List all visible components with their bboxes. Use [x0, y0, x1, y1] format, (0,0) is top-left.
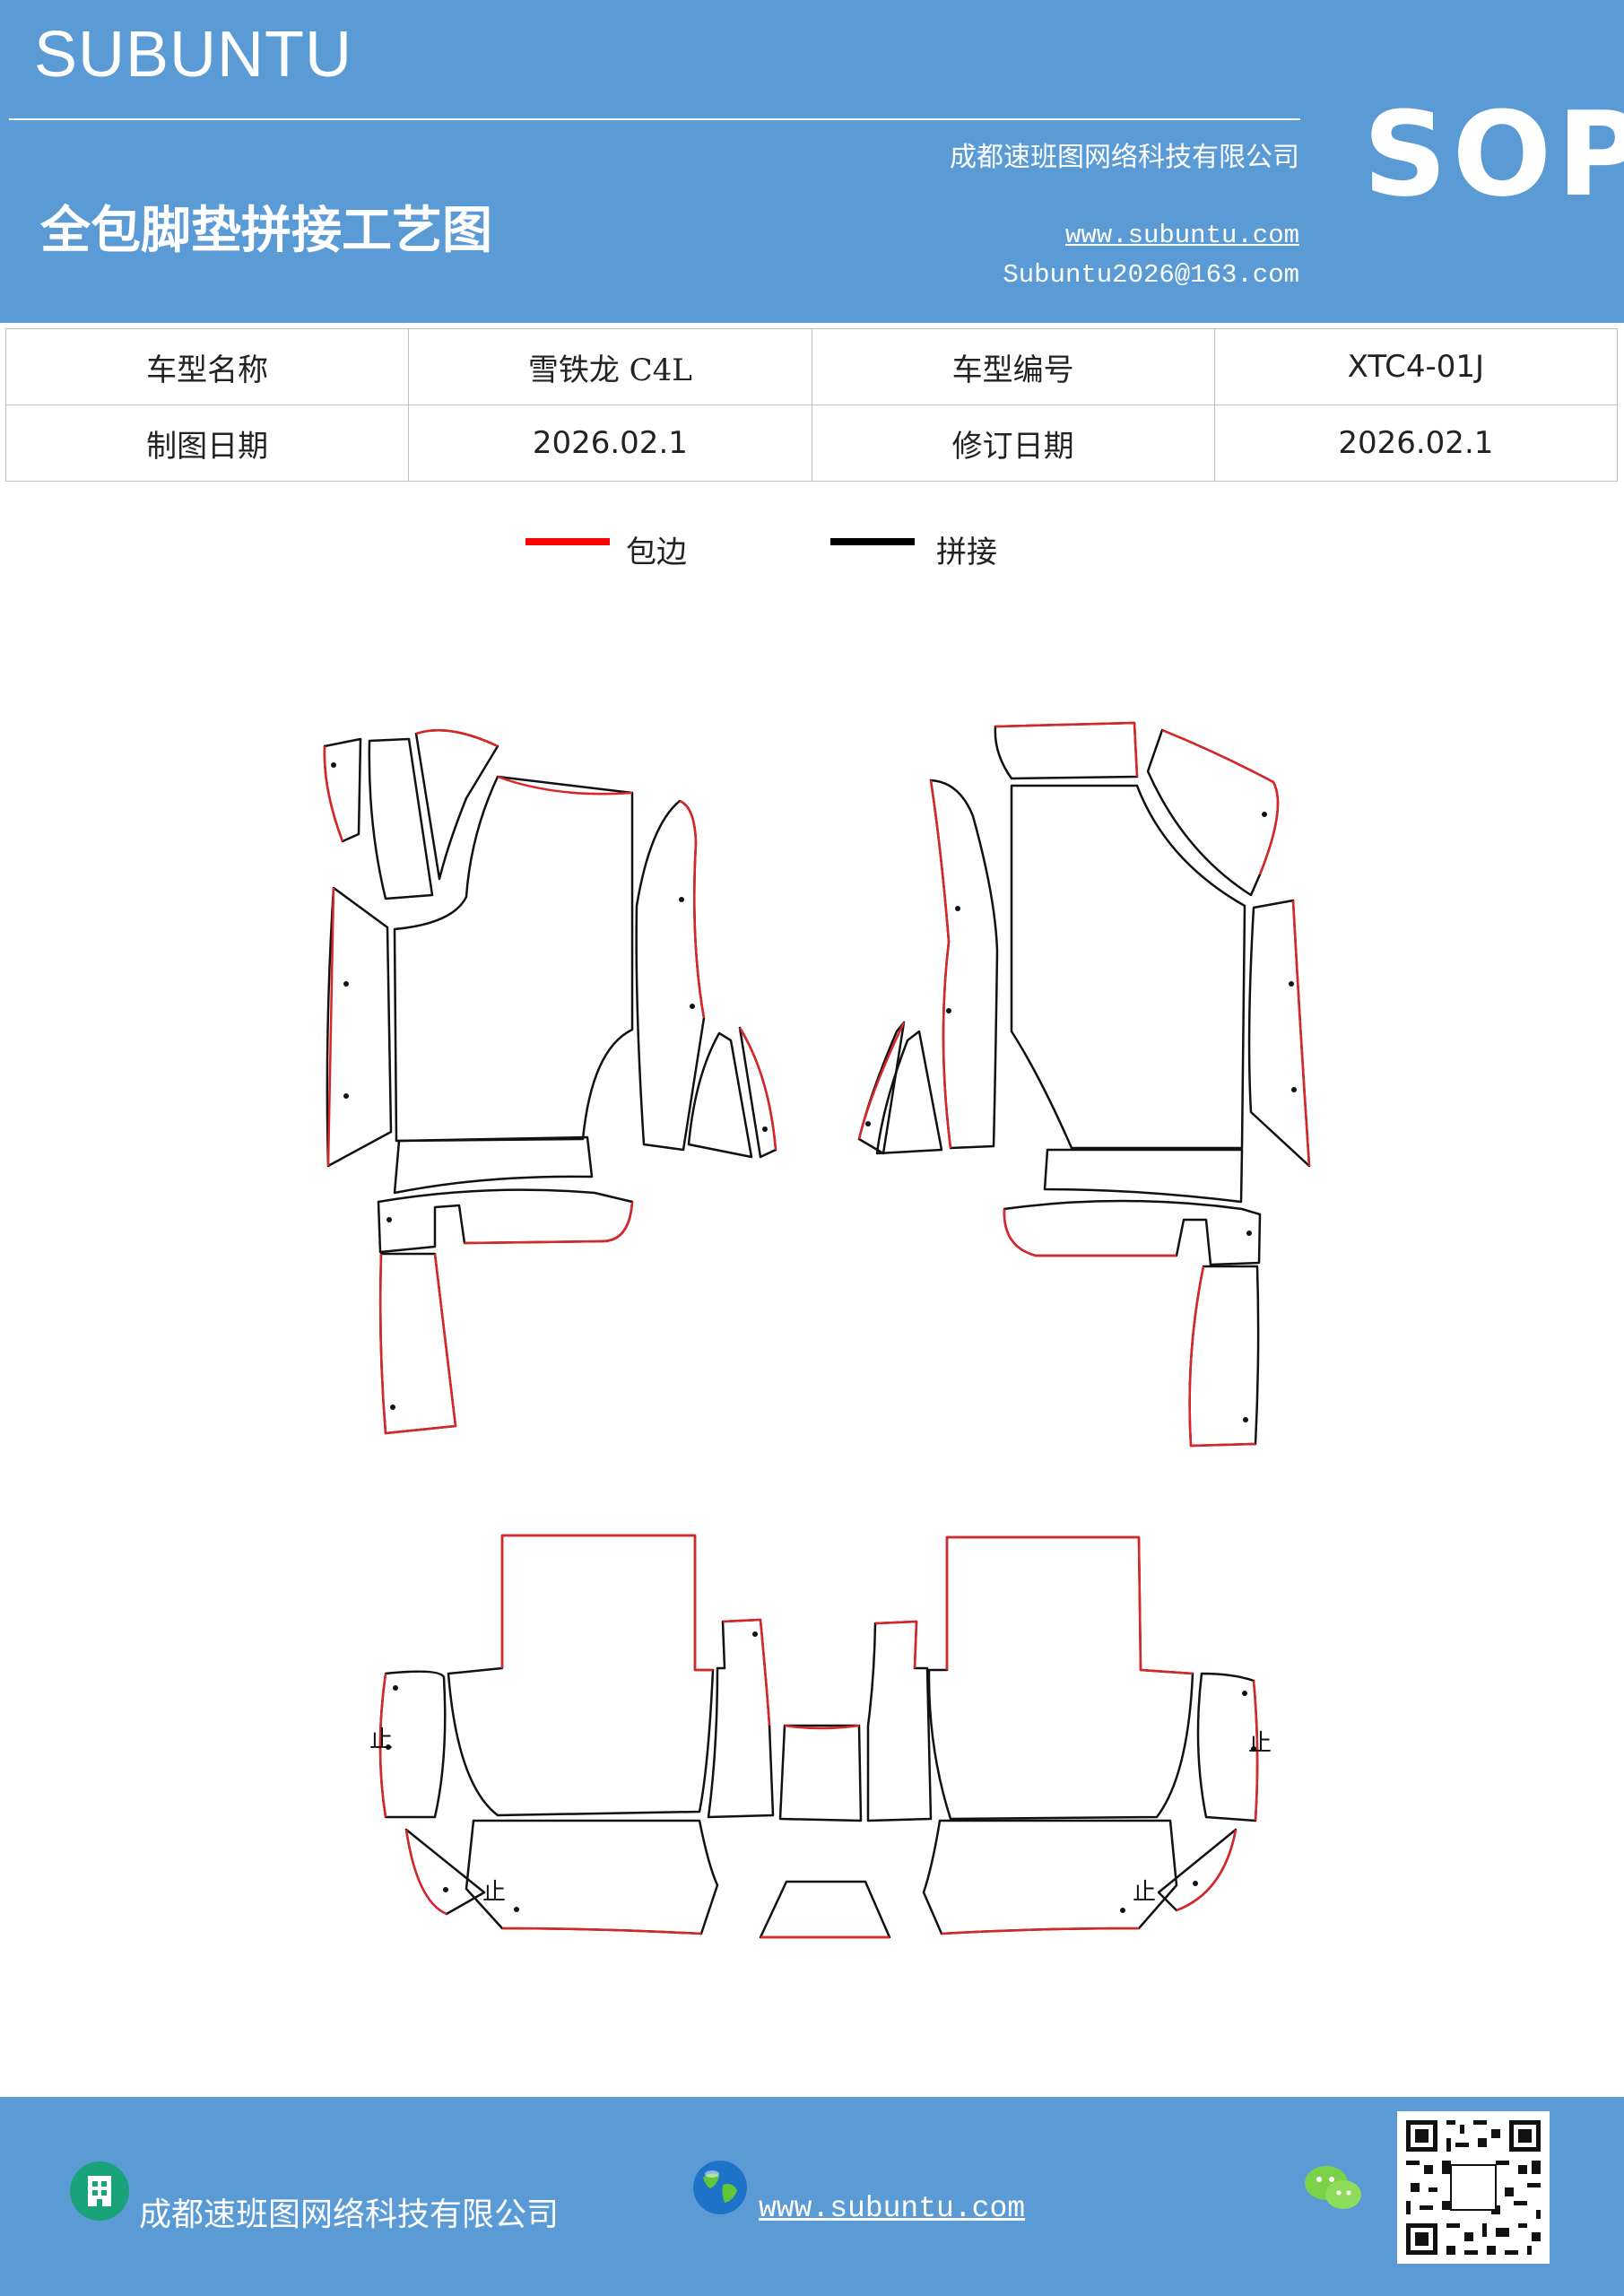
placement-dots [331, 762, 1297, 1913]
globe-icon [690, 2158, 750, 2217]
legend-swatch-binding [525, 538, 610, 545]
website-link[interactable]: www.subuntu.com [1064, 221, 1299, 250]
legend-label-binding: 包边 [626, 535, 687, 570]
header-banner: SUBUNTU 成都速班图网络科技有限公司 全包脚垫拼接工艺图 www.subu… [0, 0, 1624, 323]
footer-company-name: 成都速班图网络科技有限公司 [139, 2196, 560, 2233]
floor-mat-diagram: 止 止 止 止 [323, 721, 1311, 1939]
table-cell: 雪铁龙 C4L [408, 328, 812, 405]
rear-pieces [378, 1534, 1259, 1939]
document-title: 全包脚垫拼接工艺图 [40, 201, 492, 260]
sop-label: SOP [1363, 86, 1624, 222]
table-cell: 2026.02.1 [1213, 404, 1619, 482]
brand-name: SUBUNTU [34, 19, 353, 91]
stop-marker: 止 [1133, 1879, 1156, 1906]
footer-banner: 成都速班图网络科技有限公司 www.subuntu.com [0, 2097, 1624, 2296]
table-row: 车型名称 雪铁龙 C4L 车型编号 XTC4-01J [4, 328, 1619, 405]
legend: 包边 拼接 [0, 527, 1624, 572]
front-right-pieces [857, 721, 1311, 1448]
qr-code-icon [1397, 2111, 1550, 2264]
vehicle-info-table: 车型名称 雪铁龙 C4L 车型编号 XTC4-01J 制图日期 2026.02.… [4, 328, 1619, 482]
table-cell: 制图日期 [4, 404, 410, 482]
company-name: 成都速班图网络科技有限公司 [950, 142, 1299, 173]
legend-label-seam: 拼接 [936, 535, 997, 570]
stop-marker: 止 [369, 1726, 393, 1753]
table-row: 制图日期 2026.02.1 修订日期 2026.02.1 [4, 404, 1619, 482]
stop-markers: 止 止 止 止 [369, 1726, 1272, 1906]
table-cell: 2026.02.1 [408, 404, 812, 482]
front-left-pieces [323, 728, 777, 1435]
table-cell: 修订日期 [811, 404, 1215, 482]
table-cell: XTC4-01J [1213, 328, 1619, 405]
footer-website-link[interactable]: www.subuntu.com [759, 2192, 1026, 2225]
header-divider [9, 118, 1300, 120]
table-cell: 车型名称 [4, 328, 410, 405]
legend-swatch-seam [830, 538, 915, 545]
stop-marker: 止 [482, 1879, 506, 1906]
stop-marker: 止 [1248, 1730, 1272, 1757]
email-address: Subuntu2026@163.com [1003, 260, 1299, 290]
table-cell: 车型编号 [811, 328, 1215, 405]
building-icon [70, 2161, 129, 2221]
wechat-icon[interactable] [1302, 2161, 1365, 2215]
